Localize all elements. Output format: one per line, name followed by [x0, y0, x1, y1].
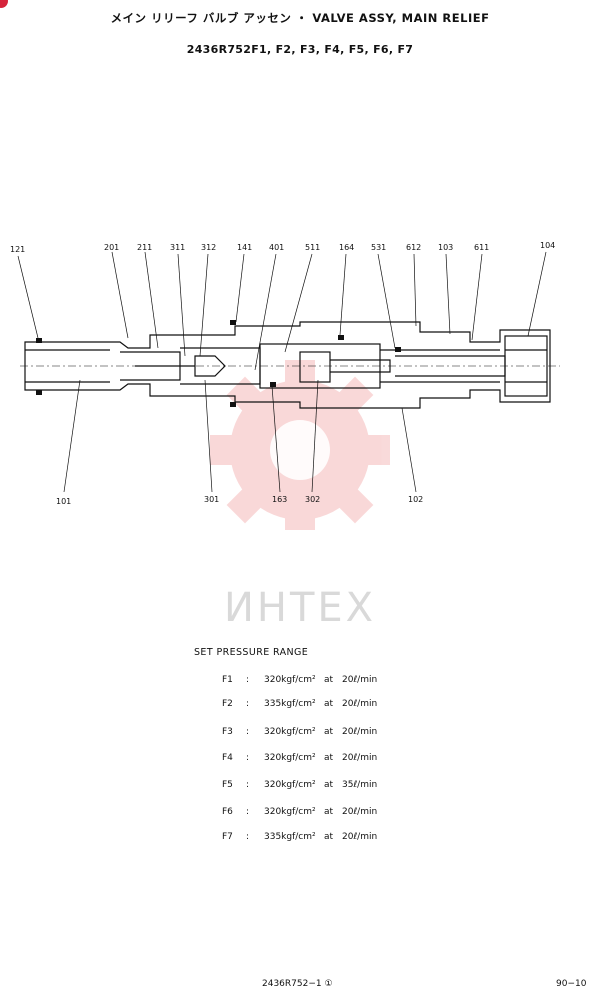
part-label-164: 164: [339, 243, 354, 252]
part-label-511: 511: [305, 243, 320, 252]
part-label-611: 611: [474, 243, 489, 252]
part-label-401: 401: [269, 243, 284, 252]
pressure-cell: 320kgf/cm²: [264, 675, 316, 685]
pressure-cell: 335kgf/cm²: [264, 832, 316, 842]
part-number-labels: 121 201 211 311 312 141 401 511 164 531 …: [10, 241, 555, 506]
part-label-311: 311: [170, 243, 185, 252]
flow-cell: 20ℓ/min: [342, 753, 378, 763]
part-label-102: 102: [408, 495, 423, 504]
page-title: メイン リリーフ バルブ アッセン ・ VALVE ASSY, MAIN REL…: [110, 11, 490, 25]
colon-cell: :: [246, 699, 250, 709]
flow-cell: 20ℓ/min: [342, 675, 378, 685]
model-cell: F7: [222, 832, 233, 842]
flow-cell: 20ℓ/min: [342, 832, 378, 842]
part-label-612: 612: [406, 243, 421, 252]
part-label-163: 163: [272, 495, 287, 504]
colon-cell: :: [246, 832, 250, 842]
at-cell: at: [324, 753, 334, 763]
leader-lines: [17, 251, 547, 493]
colon-cell: :: [246, 753, 250, 763]
corner-mark: [0, 0, 8, 8]
model-cell: F4: [222, 753, 233, 763]
colon-cell: :: [246, 807, 250, 817]
part-label-302: 302: [305, 495, 320, 504]
at-cell: at: [324, 780, 334, 790]
model-cell: F1: [222, 675, 233, 685]
part-label-312: 312: [201, 243, 216, 252]
part-label-531: 531: [371, 243, 386, 252]
at-cell: at: [324, 807, 334, 817]
model-cell: F5: [222, 780, 233, 790]
flow-cell: 20ℓ/min: [342, 807, 378, 817]
valve-body-outline: [20, 321, 560, 409]
part-number-subtitle: 2436R752F1, F2, F3, F4, F5, F6, F7: [186, 43, 414, 56]
part-label-103: 103: [438, 243, 453, 252]
model-cell: F3: [222, 727, 233, 737]
colon-cell: :: [246, 780, 250, 790]
at-cell: at: [324, 675, 334, 685]
part-label-201: 201: [104, 243, 119, 252]
part-label-141: 141: [237, 243, 252, 252]
valve-cross-section-drawing: 121 201 211 311 312 141 401 511 164 531 …: [10, 241, 560, 530]
pressure-cell: 320kgf/cm²: [264, 753, 316, 763]
at-cell: at: [324, 832, 334, 842]
part-label-121: 121: [10, 245, 25, 254]
part-label-211: 211: [137, 243, 152, 252]
set-pressure-heading: SET PRESSURE RANGE: [194, 647, 309, 658]
footer-document-code: 2436R752−1 ①: [262, 979, 333, 989]
flow-cell: 20ℓ/min: [342, 727, 378, 737]
footer-page-number: 90−10: [556, 979, 587, 989]
part-label-301: 301: [204, 495, 219, 504]
model-cell: F6: [222, 807, 233, 817]
pressure-cell: 335kgf/cm²: [264, 699, 316, 709]
colon-cell: :: [246, 675, 250, 685]
flow-cell: 20ℓ/min: [342, 699, 378, 709]
colon-cell: :: [246, 727, 250, 737]
flow-cell: 35ℓ/min: [342, 780, 378, 790]
pressure-cell: 320kgf/cm²: [264, 727, 316, 737]
model-cell: F2: [222, 699, 233, 709]
at-cell: at: [324, 727, 334, 737]
pressure-cell: 320kgf/cm²: [264, 780, 316, 790]
o-ring-markers: [36, 320, 401, 407]
watermark-text: ИНТЕХ: [223, 585, 377, 631]
pressure-cell: 320kgf/cm²: [264, 807, 316, 817]
at-cell: at: [324, 699, 334, 709]
part-label-101: 101: [56, 497, 71, 506]
part-label-104: 104: [540, 241, 555, 250]
